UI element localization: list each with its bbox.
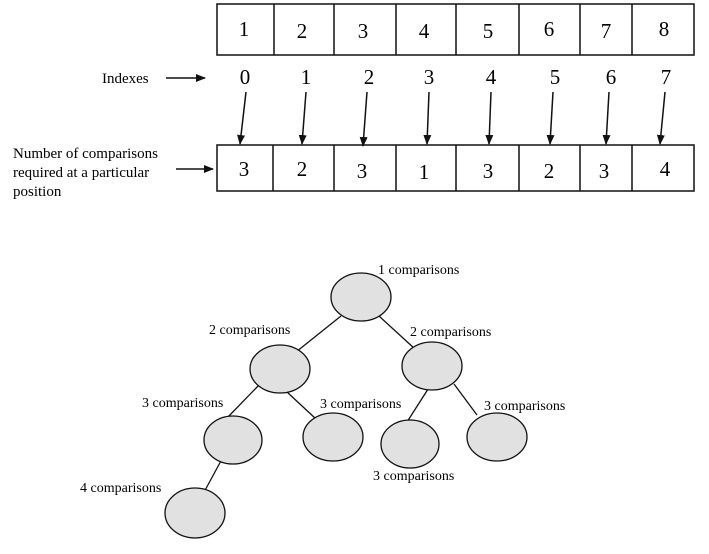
down-arrow — [423, 91, 432, 145]
tree-edge — [453, 383, 478, 416]
tree-edges — [202, 315, 478, 495]
tree-node-label: 3 comparisons — [484, 399, 565, 414]
index-number: 6 — [606, 65, 617, 89]
tree-node — [164, 487, 226, 539]
down-arrow — [485, 91, 494, 145]
tree-node — [466, 412, 528, 462]
tree-node-label: 2 comparisons — [410, 325, 491, 340]
tree-node-label: 1 comparisons — [378, 263, 459, 278]
tree-node-label: 2 comparisons — [209, 323, 290, 338]
index-number: 3 — [424, 65, 435, 89]
comparison-cell: 4 — [660, 157, 671, 181]
tree-node-label: 3 comparisons — [320, 397, 401, 412]
index-number: 4 — [486, 65, 497, 89]
tree-node-label: 4 comparisons — [80, 481, 161, 496]
value-cell: 1 — [239, 17, 250, 41]
comparison-cell: 1 — [419, 160, 430, 184]
values-array: 1 2 3 4 5 6 7 8 — [216, 3, 695, 56]
tree-edge — [202, 458, 223, 495]
comparison-cell: 3 — [483, 159, 494, 183]
down-arrow — [546, 91, 555, 145]
tree-node-label: 3 comparisons — [373, 469, 454, 484]
tree-edge — [286, 391, 317, 420]
value-cell: 3 — [358, 19, 369, 43]
index-number: 0 — [240, 65, 251, 89]
value-cell: 7 — [601, 19, 612, 43]
comparisons-label-line: position — [13, 184, 62, 200]
comparison-cell: 3 — [357, 159, 368, 183]
index-arrows — [237, 91, 666, 147]
index-row: 0 1 2 3 4 5 6 7 — [240, 65, 672, 89]
tree-node — [401, 341, 463, 391]
tree-node — [203, 415, 263, 465]
down-arrow — [237, 91, 247, 145]
tree-edge — [226, 384, 260, 419]
comparison-cell: 2 — [297, 157, 308, 181]
indexes-label: Indexes — [102, 71, 149, 87]
tree-node — [302, 412, 364, 462]
tree-node — [249, 344, 311, 394]
tree-edge — [295, 315, 342, 353]
value-cell: 6 — [544, 17, 555, 41]
value-cell: 8 — [659, 17, 670, 41]
comparison-cell: 3 — [239, 157, 250, 181]
down-arrow — [602, 91, 611, 145]
tree-edge — [406, 385, 431, 423]
index-number: 1 — [301, 65, 312, 89]
value-cell: 4 — [419, 19, 430, 43]
index-number: 2 — [364, 65, 375, 89]
value-cell: 5 — [483, 19, 494, 43]
tree-node-label: 3 comparisons — [142, 396, 223, 411]
comparisons-label-line: required at a particular — [13, 165, 149, 181]
comparisons-array: 3 2 3 1 3 2 3 4 — [216, 144, 695, 192]
tree-node-root — [330, 272, 392, 322]
comparison-cell: 2 — [544, 159, 555, 183]
down-arrow — [359, 91, 368, 147]
comparisons-label-line: Number of comparisons — [13, 146, 158, 162]
comparisons-label: Number of comparisons required at a part… — [13, 146, 158, 200]
tree-node — [380, 419, 440, 469]
value-cell: 2 — [297, 19, 308, 43]
tree-edge — [378, 315, 416, 350]
index-number: 7 — [661, 65, 672, 89]
down-arrow — [298, 91, 307, 145]
comparison-cell: 3 — [599, 159, 610, 183]
down-arrow — [656, 91, 666, 145]
tree-nodes — [164, 272, 528, 539]
tree-labels: 1 comparisons 2 comparisons 2 comparison… — [80, 263, 565, 496]
index-number: 5 — [550, 65, 561, 89]
